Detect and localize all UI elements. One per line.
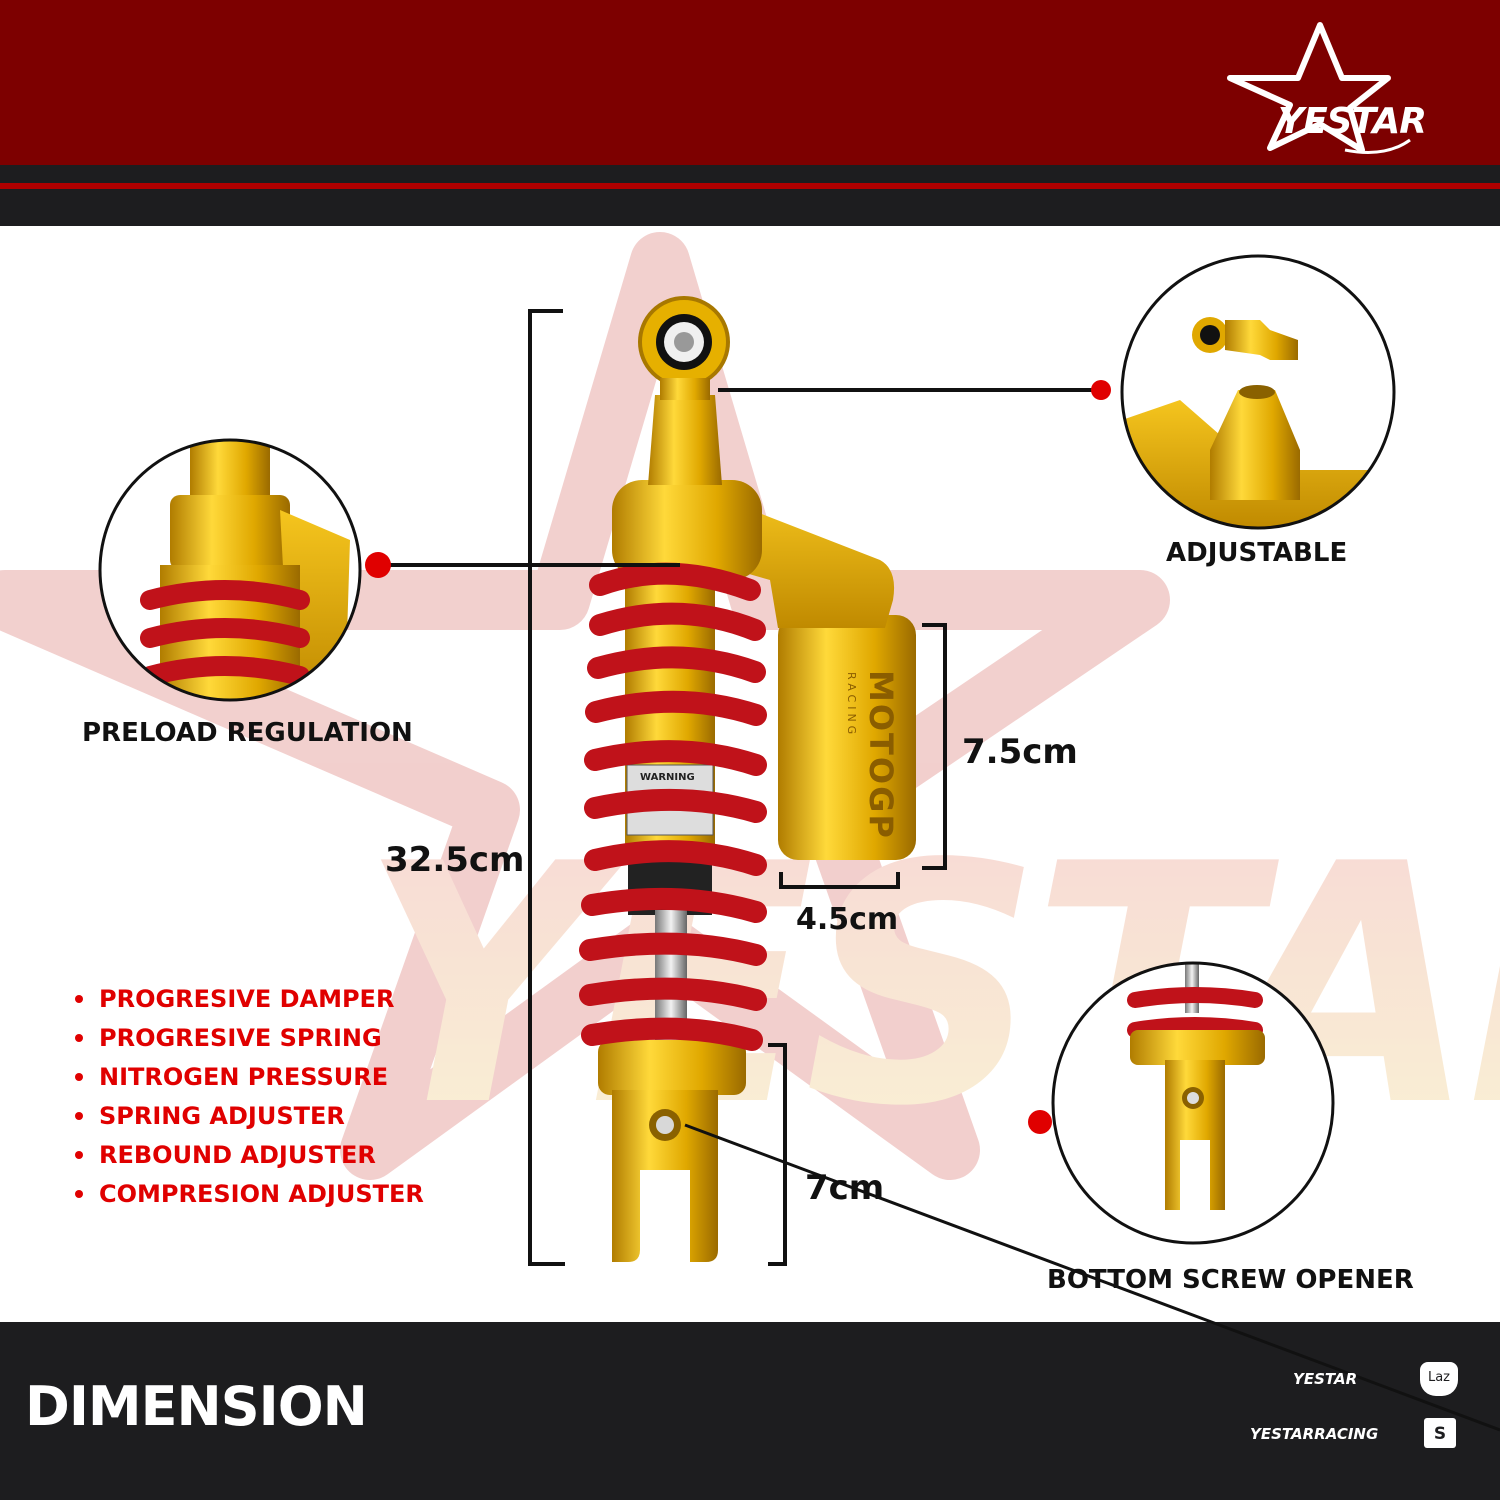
footer-title: DIMENSION xyxy=(25,1375,368,1438)
feature-item: PROGRESIVE SPRING xyxy=(75,1023,424,1062)
coil-spring xyxy=(579,562,767,1051)
dimension-total-length: 32.5cm xyxy=(385,840,525,880)
shopee-store-name: YESTARRACING xyxy=(1250,1425,1379,1443)
dimension-reservoir-width: 4.5cm xyxy=(796,902,899,937)
callout-bottom-screw-opener: BOTTOM SCREW OPENER xyxy=(1047,1265,1414,1295)
svg-text:MOTOGP: MOTOGP xyxy=(862,670,900,840)
feature-item: NITROGEN PRESSURE xyxy=(75,1062,424,1101)
footer-bar xyxy=(0,1322,1500,1500)
dimension-reservoir-length: 7.5cm xyxy=(962,732,1078,772)
lazada-icon[interactable]: Laz xyxy=(1420,1362,1458,1396)
bracket-reservoir-width xyxy=(779,872,900,889)
bracket-total-length xyxy=(528,309,565,1266)
feature-item: REBOUND ADJUSTER xyxy=(75,1140,424,1179)
dimension-brackets xyxy=(528,309,947,1266)
brand-logo-text: YESTAR xyxy=(1278,101,1426,142)
upper-body xyxy=(612,480,762,580)
header-red-line xyxy=(0,183,1500,189)
feature-item: SPRING ADJUSTER xyxy=(75,1101,424,1140)
feature-list: PROGRESIVE DAMPER PROGRESIVE SPRING NITR… xyxy=(75,984,424,1218)
bottom-fork xyxy=(612,1090,718,1262)
detail-circle-preload xyxy=(98,438,362,702)
dimension-bottom-length: 7cm xyxy=(805,1168,885,1208)
svg-text:WARNING: WARNING xyxy=(640,772,695,783)
shopee-bag-icon[interactable]: S xyxy=(1424,1418,1456,1448)
header-dark-stripe xyxy=(0,165,1500,183)
callout-preload-regulation: PRELOAD REGULATION xyxy=(82,718,413,748)
brand-logo: YESTAR xyxy=(1227,22,1427,154)
bracket-bottom-length xyxy=(768,1043,787,1266)
detail-circle-bottom-screw xyxy=(1051,961,1335,1245)
svg-text:RACING: RACING xyxy=(845,672,858,738)
header-banner xyxy=(0,0,1500,226)
detail-circle-adjustable xyxy=(1120,254,1396,530)
feature-item: PROGRESIVE DAMPER xyxy=(75,984,424,1023)
star-logo-icon xyxy=(1227,22,1391,153)
feature-item: COMPRESION ADJUSTER xyxy=(75,1179,424,1218)
header-dark-band xyxy=(0,189,1500,226)
bracket-reservoir-length xyxy=(922,623,947,870)
callout-leaders xyxy=(365,380,1500,1432)
callout-adjustable: ADJUSTABLE xyxy=(1166,538,1348,568)
reservoir xyxy=(778,615,916,860)
shock-absorber: WARNING MOTOGP RACING xyxy=(579,296,916,1262)
lazada-store-name: YESTAR xyxy=(1293,1370,1358,1388)
